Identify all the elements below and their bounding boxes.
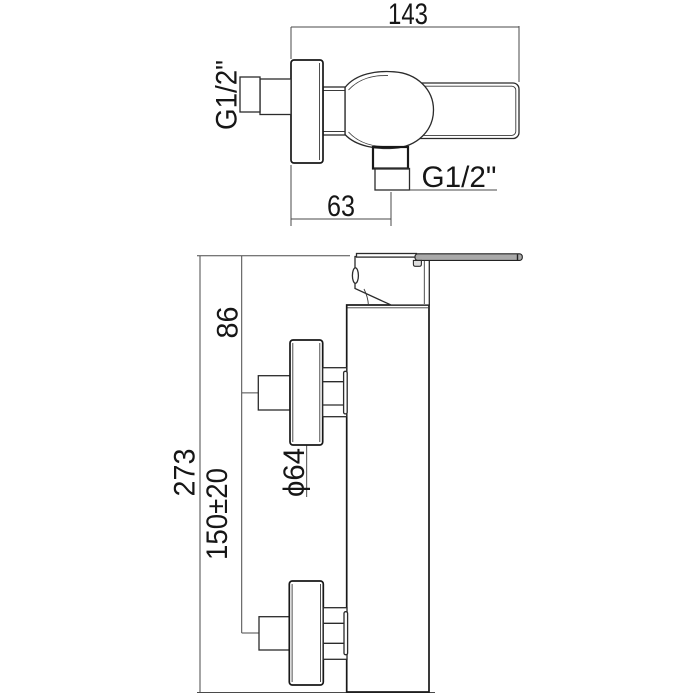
housing-side-screw — [351, 267, 360, 284]
dim-width-label: 143 — [388, 0, 428, 31]
washer-lower — [343, 611, 349, 656]
front-view: 273 86 150±20 — [169, 252, 523, 693]
dimension-outlet-offset: 63 — [290, 165, 392, 226]
outlet-thread-callout: G1/2" — [409, 161, 497, 194]
wall-flange-top — [290, 59, 324, 164]
washer-upper — [342, 370, 348, 415]
flange-lower — [288, 580, 325, 686]
dimension-overall-height: 273 — [169, 255, 202, 693]
dim-top-to-inlet-label: 86 — [212, 307, 245, 339]
valve-body — [344, 70, 435, 150]
inlet-nipple-upper — [257, 375, 291, 411]
top-view: 143 G1/2" — [211, 0, 520, 226]
wall-mount-upper: ϕ64 — [257, 339, 348, 497]
dim-flange-diameter-label: ϕ64 — [278, 448, 311, 497]
mixer-body — [345, 304, 430, 693]
dim-outlet-offset-label: 63 — [327, 190, 355, 223]
inlet-thread-label: G1/2" — [211, 60, 244, 130]
inlet-nipple-top — [239, 76, 292, 116]
wall-mount-lower — [258, 580, 349, 686]
lever-hinge-notch — [412, 259, 422, 267]
body-neck — [322, 86, 346, 136]
dim-overall-height-label: 273 — [169, 449, 202, 497]
housing-underside-curve — [363, 288, 369, 306]
outlet-thread-label: G1/2" — [422, 161, 497, 194]
hex-nut-upper — [322, 367, 348, 418]
dimension-width: 143 — [290, 0, 520, 82]
inlet-nipple-lower — [258, 616, 290, 651]
outlet-port — [371, 145, 411, 191]
lever-handle — [355, 252, 523, 267]
dimension-inlet-positions: 86 150±20 — [201, 255, 259, 634]
flange-upper — [289, 339, 324, 446]
dim-inlet-spacing-label: 150±20 — [201, 468, 234, 560]
